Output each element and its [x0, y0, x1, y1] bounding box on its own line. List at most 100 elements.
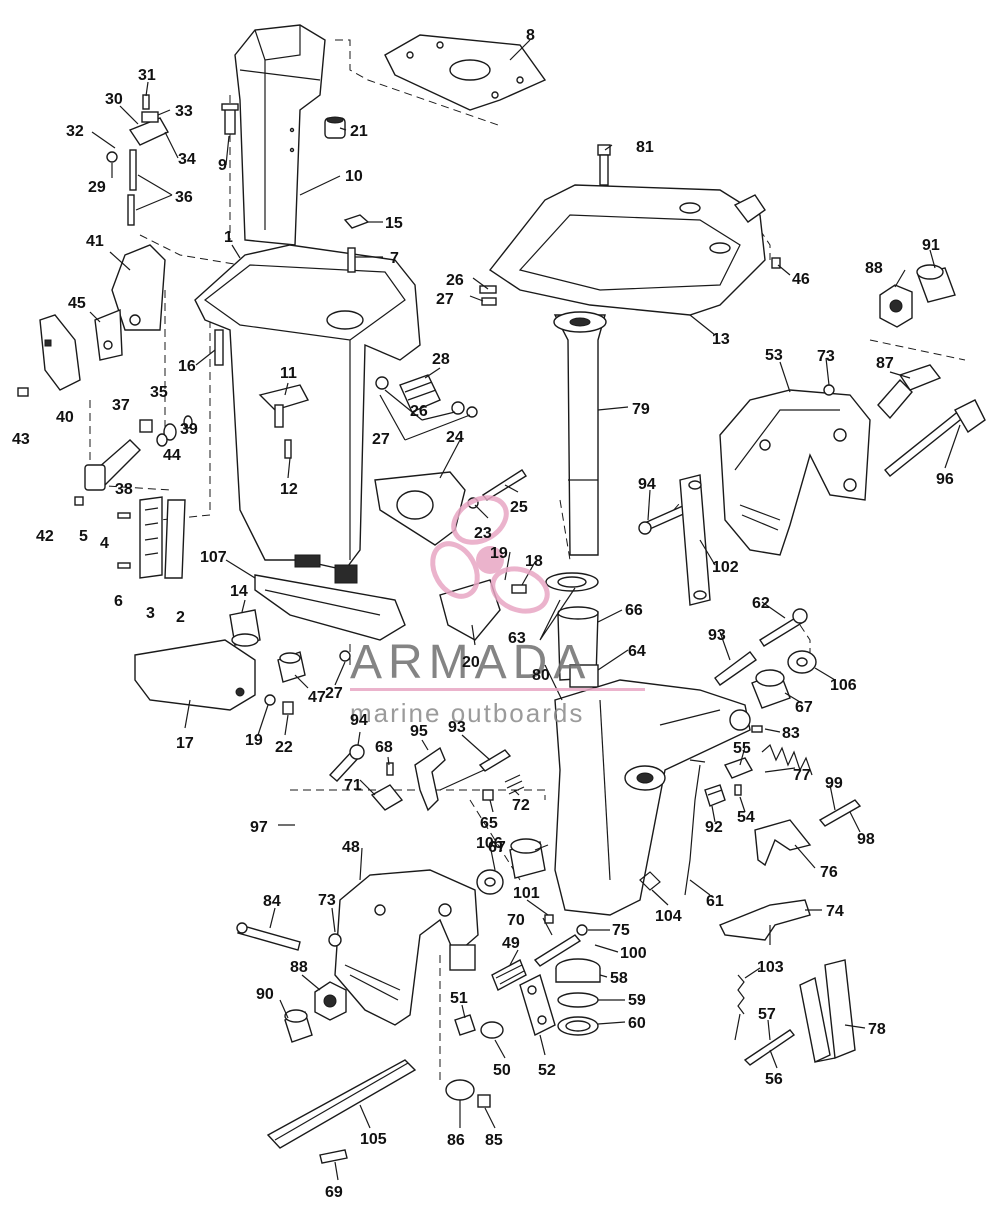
callout-53: 53 — [765, 347, 783, 364]
callout-64: 64 — [628, 643, 646, 660]
callout-54: 54 — [737, 809, 755, 826]
screw-part-31 — [142, 94, 150, 110]
callout-1: 1 — [224, 229, 233, 246]
callout-47: 47 — [308, 689, 326, 706]
callout-2: 2 — [176, 609, 185, 626]
bushing-part-64 — [569, 664, 599, 688]
callout-91: 91 — [922, 237, 940, 254]
callout-85: 85 — [485, 1132, 503, 1149]
callout-52: 52 — [538, 1062, 556, 1079]
callout-37: 37 — [112, 397, 130, 414]
bushing-part-67b — [509, 838, 546, 879]
callout-103: 103 — [757, 959, 784, 976]
callout-66: 66 — [625, 602, 643, 619]
callout-78: 78 — [868, 1021, 886, 1038]
gasket-part-8 — [384, 34, 547, 111]
screw-part-22 — [282, 701, 294, 715]
screws-parts-5-6 — [117, 512, 131, 569]
lever-part-95 — [414, 746, 496, 812]
callout-107: 107 — [200, 549, 227, 566]
washer-part-35 — [163, 423, 177, 441]
exhaust-tube-part-10 — [234, 24, 326, 246]
bushing-part-58 — [555, 958, 601, 983]
screw-part-43 — [17, 387, 29, 397]
pins-part-36 — [127, 149, 137, 226]
callout-part-20: 20 — [462, 654, 480, 671]
pin-part-56 — [743, 1029, 796, 1066]
washer-part-106b — [476, 869, 504, 895]
callout-9: 9 — [218, 157, 227, 174]
callout-8: 8 — [526, 27, 535, 44]
callout-26b: 26 — [410, 403, 428, 420]
callout-24: 24 — [446, 429, 464, 446]
callout-60: 60 — [628, 1015, 646, 1032]
callout-29: 29 — [88, 179, 106, 196]
washer-part-75 — [576, 924, 588, 936]
spring-part-103 — [734, 974, 745, 1041]
clip-part-104 — [639, 871, 661, 891]
callout-61: 61 — [706, 893, 724, 910]
callout-48: 48 — [342, 839, 360, 856]
link-part-102 — [679, 474, 711, 606]
callout-28: 28 — [432, 351, 450, 368]
callout-3: 3 — [146, 605, 155, 622]
callout-88b: 88 — [290, 959, 308, 976]
callout-30: 30 — [105, 91, 123, 108]
callout-92: 92 — [705, 819, 723, 836]
bolt-part-9 — [221, 103, 239, 135]
cap-part-91 — [916, 264, 956, 303]
callout-99: 99 — [825, 775, 843, 792]
rod-part-61 — [684, 759, 706, 896]
callout-74: 74 — [826, 903, 844, 920]
washer-part-106a — [787, 650, 817, 674]
callout-51: 51 — [450, 990, 468, 1007]
callout-labels: 8 31 30 33 32 34 29 36 9 10 21 15 7 1 41… — [12, 27, 954, 1201]
callout-58: 58 — [610, 970, 628, 987]
cover-part-17 — [134, 639, 256, 711]
grommet-part-21 — [324, 116, 346, 139]
tilt-tube-part-105 — [266, 1059, 417, 1149]
screw-part-69 — [319, 1149, 348, 1164]
callout-75: 75 — [612, 922, 630, 939]
callout-41: 41 — [86, 233, 104, 250]
callout-68: 68 — [375, 739, 393, 756]
callout-7: 7 — [390, 250, 399, 267]
washer-part-86 — [445, 1079, 475, 1101]
callout-22: 22 — [275, 739, 293, 756]
rod-part-98 — [818, 799, 862, 827]
callout-16: 16 — [178, 358, 196, 375]
callout-63: 63 — [508, 630, 526, 647]
driveshaft-housing-part-1 — [194, 244, 421, 641]
propeller-logo-icon — [430, 495, 550, 614]
screw-part-68 — [386, 762, 394, 776]
callout-39: 39 — [180, 421, 198, 438]
nut-part-27c — [339, 650, 351, 662]
plate-part-71 — [370, 784, 404, 811]
callout-27b: 27 — [372, 431, 390, 448]
callout-57: 57 — [758, 1006, 776, 1023]
callout-31: 31 — [138, 67, 156, 84]
callout-84: 84 — [263, 893, 281, 910]
callout-44: 44 — [163, 447, 181, 464]
callout-19b: 19 — [245, 732, 263, 749]
callout-12: 12 — [280, 481, 298, 498]
callout-106a: 106 — [830, 677, 857, 694]
nut-part-33 — [141, 111, 159, 123]
stud-part-7 — [347, 247, 356, 273]
spring-part-72 — [504, 774, 525, 795]
shaft-part-38 — [84, 439, 141, 491]
callout-4: 4 — [100, 535, 109, 552]
rod-part-96 — [884, 399, 986, 477]
bracket-part-24 — [374, 471, 466, 546]
callout-90: 90 — [256, 986, 274, 1003]
callout-59: 59 — [628, 992, 646, 1009]
lever-part-76 — [754, 819, 812, 867]
callout-71: 71 — [344, 777, 362, 794]
callout-13: 13 — [712, 331, 730, 348]
washer-part-29 — [106, 151, 118, 163]
callout-10: 10 — [345, 168, 363, 185]
pin-part-62 — [759, 608, 808, 647]
oring-part-59 — [557, 992, 599, 1008]
callout-100: 100 — [620, 945, 647, 962]
